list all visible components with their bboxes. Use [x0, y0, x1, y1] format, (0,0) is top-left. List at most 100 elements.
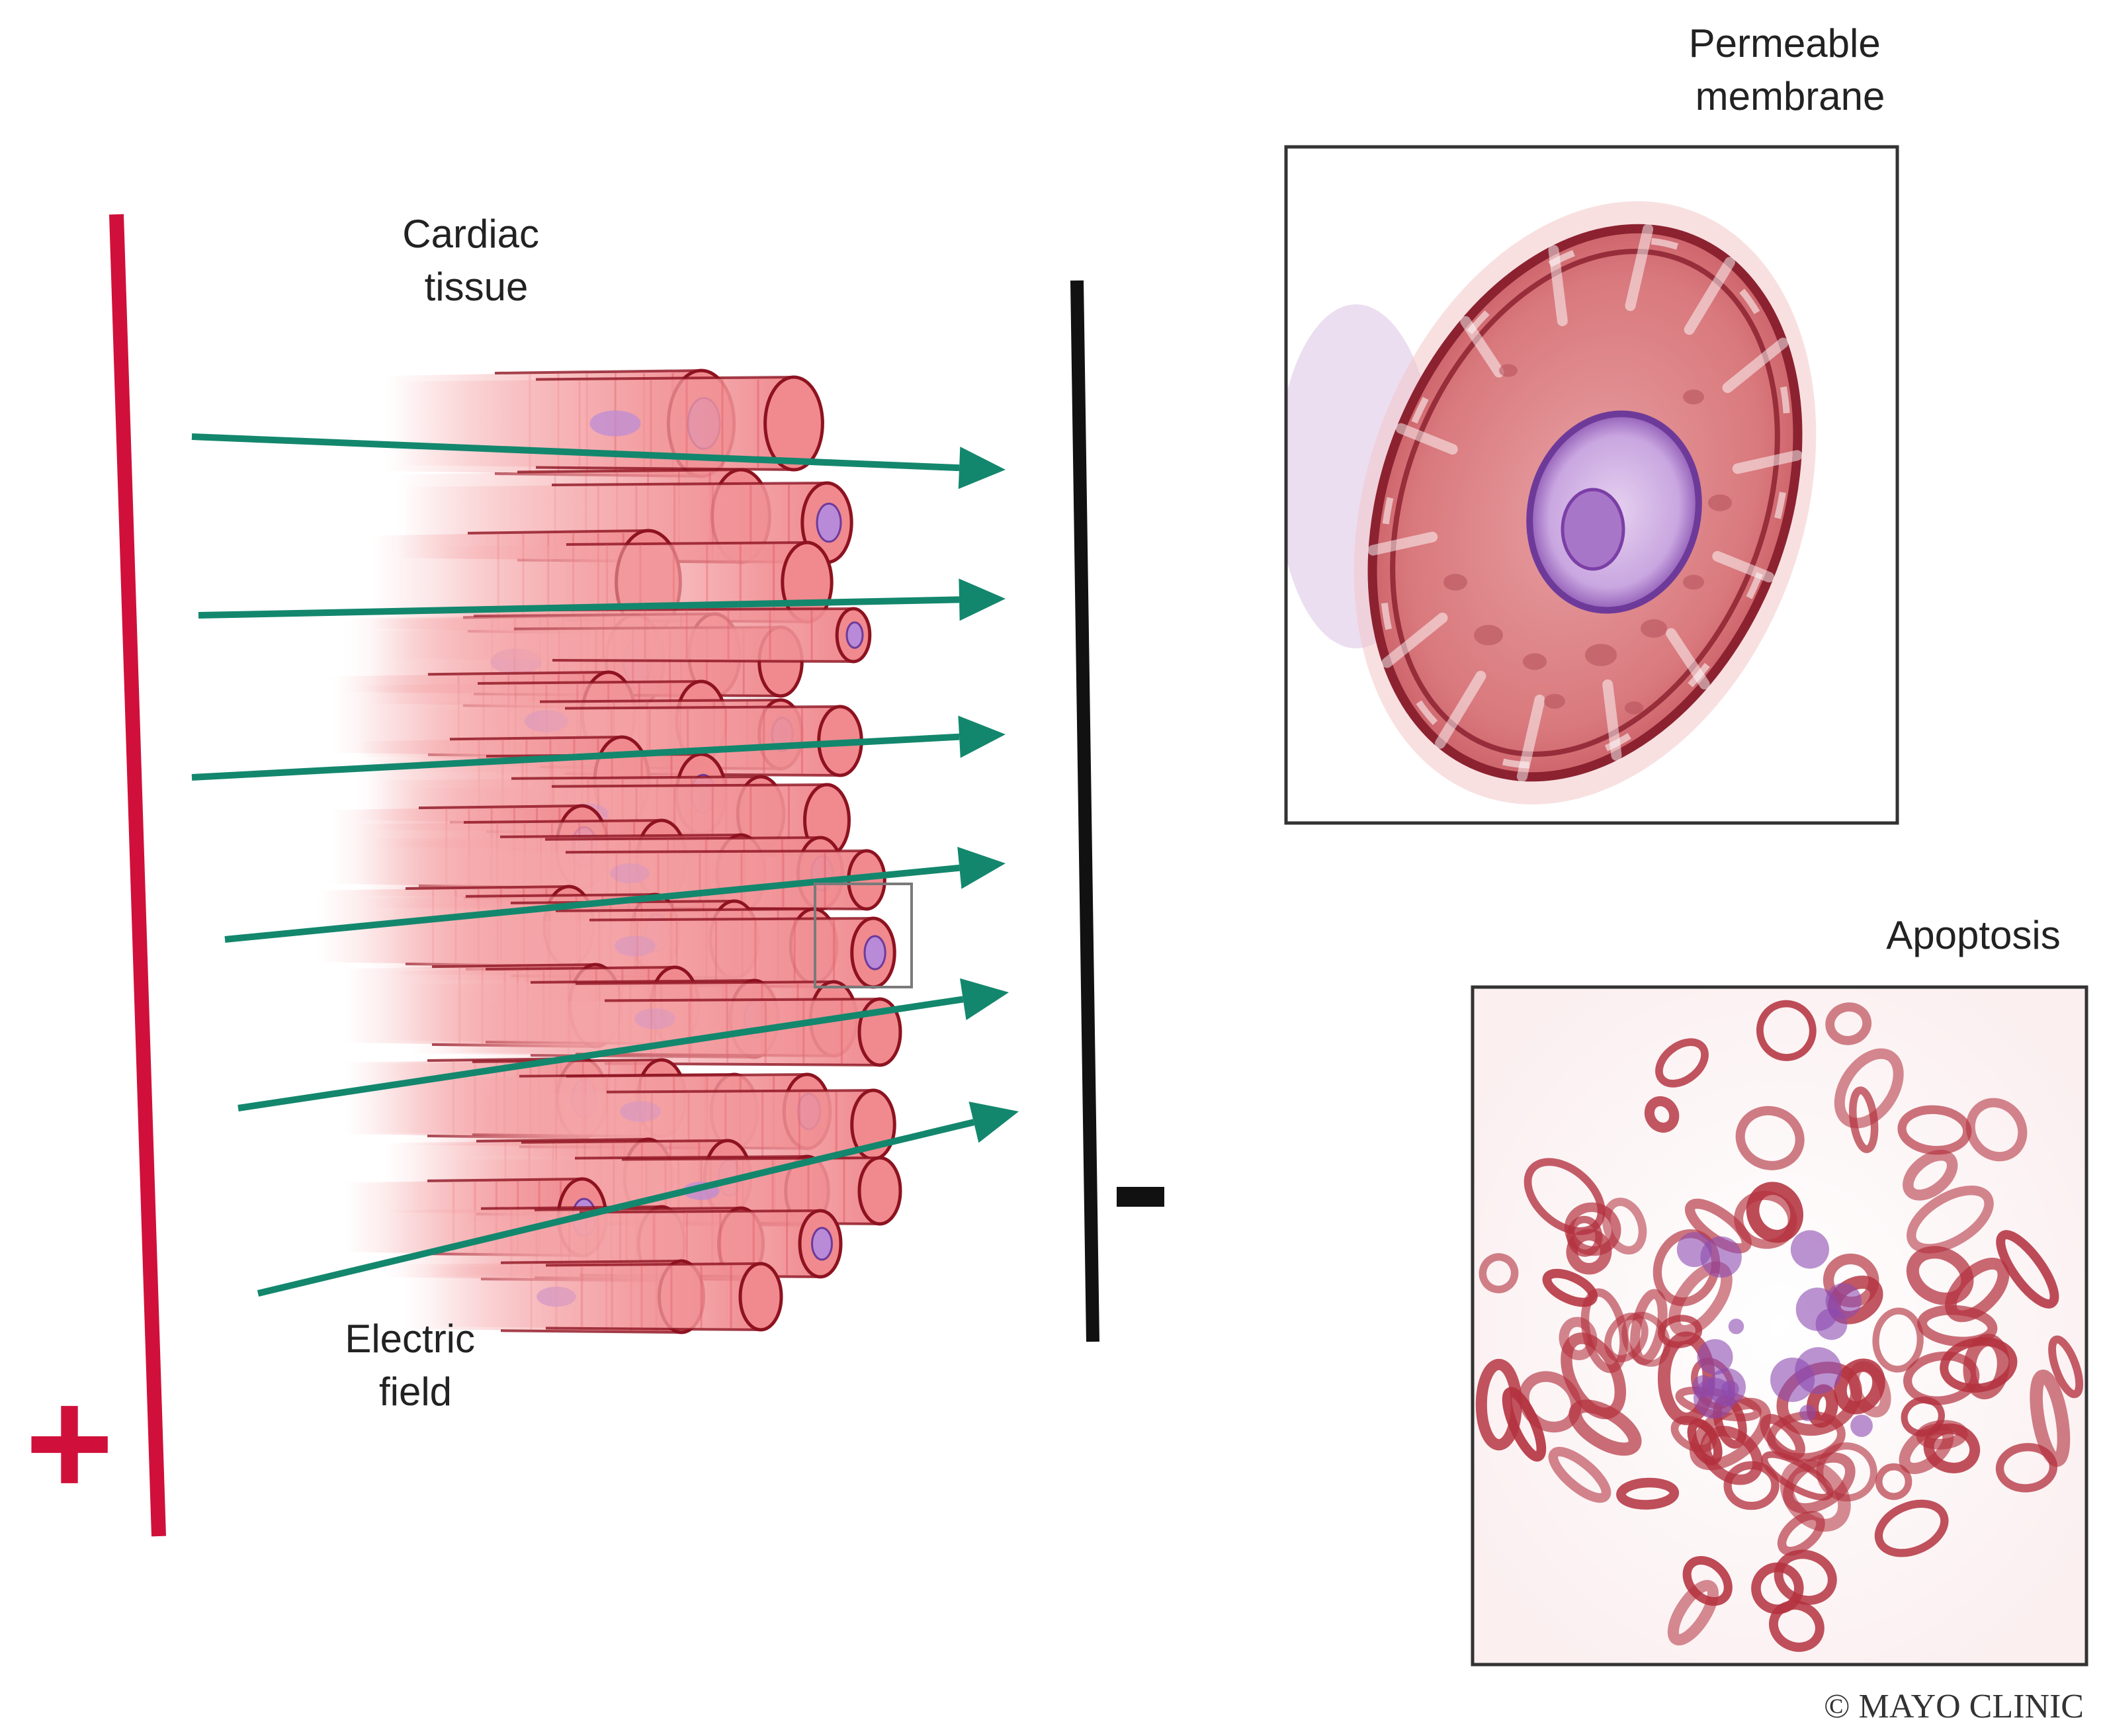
debris-fragment: [2048, 1335, 2084, 1399]
membrane-pore: [1367, 531, 1438, 556]
debris-fragment: [1735, 1106, 1805, 1170]
apoptosis-label: Apoptosis: [1886, 913, 2061, 957]
field-arrow: [198, 578, 1006, 621]
cytoplasm-organelles: [1443, 364, 1732, 715]
apoptotic-body: [1799, 1405, 1817, 1422]
debris-fragment: [1566, 1229, 1612, 1275]
debris-fragment: [1874, 1499, 1949, 1557]
debris-fragment: [1965, 1098, 2028, 1162]
debris-fragment: [1548, 1446, 1611, 1503]
debris-fragment: [1907, 1186, 1994, 1254]
debris-fragment: [1917, 1305, 1998, 1347]
apoptotic-body: [1728, 1319, 1744, 1334]
permeable-membrane-panel: [1284, 145, 1899, 825]
organelle: [1641, 619, 1667, 638]
membrane-pore: [1684, 257, 1735, 335]
debris-fragment: [1734, 1190, 1797, 1249]
apoptotic-body: [1697, 1339, 1733, 1375]
muscle-fiber: [456, 997, 902, 1067]
debris-fragment: [1524, 1158, 1606, 1235]
membrane-pore: [1460, 316, 1504, 378]
cardiac-tissue-label: Cardiac tissue: [402, 212, 550, 309]
membrane-pore: [1516, 694, 1545, 782]
nucleolus: [1561, 488, 1625, 571]
debris-fragment: [1756, 1000, 1817, 1061]
debris-fragment: [1875, 1463, 1912, 1500]
organelle: [1683, 389, 1704, 405]
organelle: [1474, 625, 1503, 646]
debris-fragment: [1561, 1332, 1627, 1420]
permeable-membrane-label: Permeable membrane: [1689, 21, 1892, 118]
field-arrow: [191, 715, 1006, 781]
field-arrow: [191, 433, 1006, 490]
debris-fragment: [1542, 1268, 1598, 1307]
membrane-pore: [1381, 612, 1448, 668]
membrane-pore: [1666, 628, 1710, 690]
apoptotic-debris: [1475, 1000, 2084, 1652]
muscle-fiber: [430, 1262, 783, 1332]
debris-fragment: [1616, 1477, 1680, 1510]
debris-fragment: [1940, 1337, 2018, 1393]
debris-fragment: [1602, 1197, 1647, 1255]
membrane-pore: [1602, 679, 1622, 761]
apoptotic-body: [1795, 1347, 1842, 1395]
electric-field-arrows: [191, 433, 1019, 1297]
debris-fragment: [1768, 1600, 1825, 1652]
membrane-pore: [1435, 670, 1486, 749]
debris-fragment: [1670, 1415, 1717, 1453]
organelle: [1544, 693, 1565, 709]
debris-fragment: [1475, 1358, 1522, 1451]
debris-fragment: [1684, 1198, 1752, 1254]
debris-fragment: [1567, 1215, 1603, 1257]
debris-fragment: [1604, 1313, 1649, 1363]
organelle: [1443, 574, 1467, 591]
plus-sign: +: [25, 1358, 114, 1528]
membrane-pore: [1722, 337, 1789, 394]
membrane-pores: [1367, 224, 1803, 782]
debris-fragment: [1995, 1443, 2058, 1493]
debris-fragment: [1906, 1246, 1974, 1305]
debris-fragment: [1825, 1002, 1872, 1045]
debris-fragment: [1479, 1253, 1519, 1293]
muscle-fiber: [390, 607, 872, 664]
membrane-pore: [1625, 224, 1654, 312]
organelle: [1523, 653, 1547, 670]
negative-electrode: [1070, 280, 1099, 1342]
membrane-pore: [1548, 245, 1568, 327]
debris-fragment: [1848, 1361, 1891, 1418]
organelle: [1585, 644, 1617, 666]
membrane-pore: [1395, 423, 1458, 455]
copyright-notice: © MAYO CLINIC: [1824, 1688, 2084, 1725]
apoptotic-body: [1694, 1377, 1735, 1419]
organelle: [1625, 701, 1643, 715]
debris-fragment: [1996, 1230, 2059, 1309]
apoptotic-body: [1850, 1414, 1873, 1437]
debris-fragment: [1723, 1461, 1780, 1510]
apoptotic-body: [1700, 1236, 1742, 1278]
debris-fragment: [1502, 1387, 1547, 1462]
debris-fragment: [1667, 1580, 1719, 1646]
electric-field-label: Electric field: [345, 1317, 486, 1414]
cardiac-tissue-illustration: [318, 369, 902, 1334]
field-arrow: [237, 978, 1009, 1111]
field-arrow: [257, 1102, 1019, 1297]
debris-fragment: [1783, 1452, 1856, 1514]
debris-fragment: [1834, 1048, 1904, 1129]
apoptosis-panel: [1471, 985, 2088, 1667]
organelle: [1499, 364, 1518, 377]
debris-fragment: [1903, 1149, 1958, 1201]
field-arrow: [224, 846, 1006, 943]
debris-fragment: [1644, 1096, 1680, 1133]
debris-fragment: [1682, 1555, 1733, 1606]
organelle: [1708, 494, 1732, 511]
minus-sign: [1117, 1187, 1164, 1207]
apoptotic-body: [1790, 1230, 1829, 1269]
debris-fragment: [1872, 1307, 1924, 1373]
membrane-pore: [1712, 550, 1775, 583]
membrane-pore: [1732, 450, 1803, 474]
debris-fragment: [1923, 1423, 1981, 1473]
zoom-indicator-box: [814, 883, 913, 988]
positive-electrode: [109, 214, 166, 1537]
debris-fragment: [1760, 1414, 1805, 1461]
